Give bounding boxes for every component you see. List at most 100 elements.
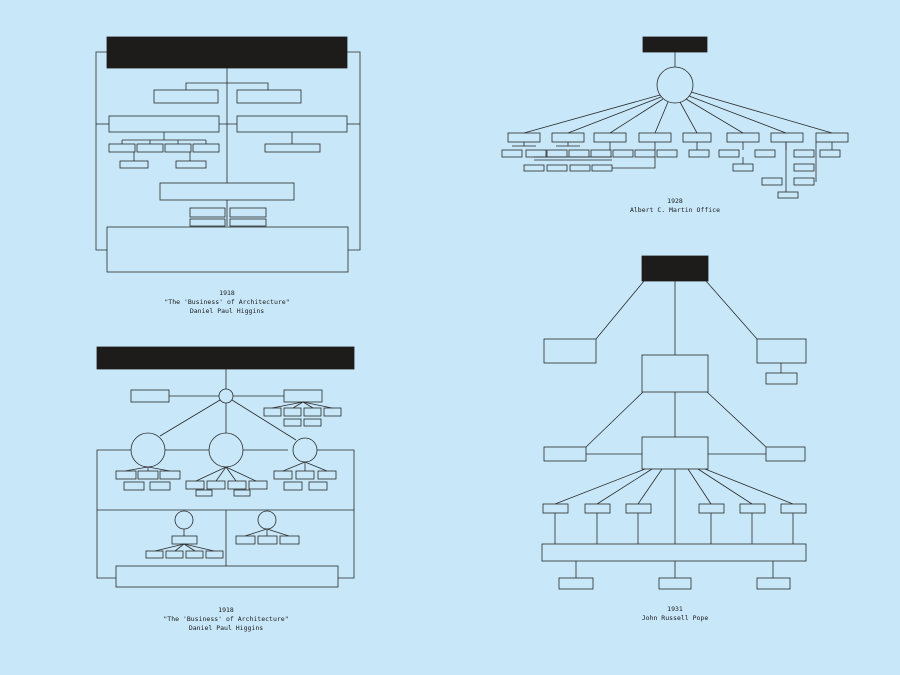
connector-line (585, 391, 644, 448)
node-box (323, 407, 342, 417)
node-box (756, 338, 807, 364)
node-box (638, 132, 672, 143)
top-split-line (185, 82, 269, 90)
connector-line (609, 98, 664, 134)
connector-line (154, 543, 185, 552)
node-circle (656, 66, 694, 104)
connector-line (302, 401, 314, 409)
node-circle (208, 432, 244, 468)
node-box (726, 132, 760, 143)
node-box (303, 407, 322, 417)
node-box (793, 149, 815, 158)
chart-1918-bottom-header-block (96, 346, 355, 370)
node-box (130, 389, 170, 403)
node-box (279, 535, 300, 545)
connector-line (231, 399, 297, 441)
node-box (115, 470, 137, 480)
node-box (295, 470, 315, 480)
node-box (542, 503, 569, 514)
caption-year: 1918 (218, 606, 234, 614)
connector-line (302, 401, 333, 409)
frame-line (317, 449, 355, 579)
connector-line (687, 468, 712, 505)
node-box (159, 182, 295, 201)
connector-line (697, 468, 753, 505)
node-circle (292, 437, 318, 463)
connector-line (304, 461, 328, 472)
org-chart-1918-bottom (96, 346, 355, 588)
caption-1931: 1931 John Russell Pope (525, 605, 825, 623)
node-box (546, 149, 568, 158)
node-box (153, 89, 219, 104)
node-box (263, 407, 282, 417)
node-box (106, 226, 349, 273)
caption-author: Daniel Paul Higgins (189, 307, 265, 315)
node-box (641, 354, 709, 393)
node-box (235, 535, 256, 545)
node-box (682, 132, 712, 143)
connector-line (124, 466, 149, 472)
node-box (543, 446, 587, 462)
node-box (777, 191, 799, 199)
node-box (591, 164, 613, 172)
node-box (115, 565, 339, 588)
connector-line (244, 528, 268, 537)
connector-line (567, 96, 662, 134)
org-chart-1918-top (95, 36, 361, 273)
connector-line (690, 91, 833, 134)
connector-line (215, 466, 227, 482)
node-box (236, 115, 348, 133)
node-box (754, 149, 776, 158)
node-box (761, 177, 783, 186)
connector-line (271, 401, 304, 409)
chart-1918-top-header-block (106, 36, 348, 69)
node-box (501, 149, 523, 158)
connector-line (159, 399, 221, 437)
node-box (525, 149, 547, 158)
caption-1918-top: 1918 "The 'Business' of Architecture" Da… (77, 289, 377, 316)
connector-line (637, 468, 663, 505)
chart-1928-header-block (642, 36, 708, 53)
node-box (233, 489, 251, 497)
node-box (507, 132, 541, 143)
node-box (195, 489, 213, 497)
node-circle (218, 388, 234, 404)
node-box (236, 89, 302, 104)
connector-line (523, 94, 661, 134)
caption-1928: 1928 Albert C. Martin Office (525, 197, 825, 215)
node-box (793, 177, 815, 186)
node-box (658, 577, 692, 590)
node-box (308, 481, 328, 491)
node-box (273, 470, 293, 480)
node-box (159, 470, 181, 480)
chart-1931-header-block (641, 255, 709, 282)
node-box (205, 550, 224, 559)
node-box (558, 577, 594, 590)
node-box (543, 338, 597, 364)
connector-line (679, 101, 698, 134)
frame-line (96, 449, 131, 579)
node-box (590, 149, 612, 158)
connector-line (704, 468, 794, 505)
node-box (229, 207, 267, 218)
node-box (612, 149, 634, 158)
connector-line (225, 466, 237, 482)
node-box (819, 149, 841, 158)
node-box (192, 143, 220, 153)
node-box (283, 418, 302, 427)
caption-1918-bottom: 1918 "The 'Business' of Architecture" Da… (76, 606, 376, 633)
connector-line (174, 543, 185, 552)
node-box (108, 143, 136, 153)
connector-line (282, 461, 306, 472)
connector-line (225, 466, 257, 482)
caption-title: "The 'Business' of Architecture" (164, 298, 290, 306)
node-box (551, 132, 585, 143)
caption-year: 1918 (219, 289, 235, 297)
caption-year: 1928 (667, 197, 683, 205)
node-box (185, 480, 205, 490)
node-box (108, 115, 220, 133)
node-box (641, 436, 709, 470)
node-box (165, 550, 184, 559)
node-box (780, 503, 807, 514)
